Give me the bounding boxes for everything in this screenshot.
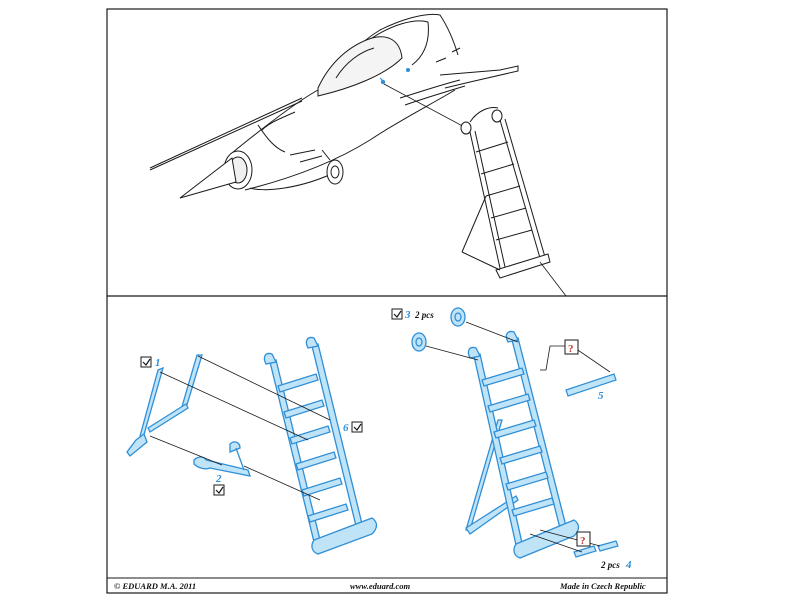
bottom-left-assembly-lines bbox=[149, 355, 331, 501]
label-part-4: 2 pcs 4 bbox=[600, 559, 632, 571]
part-4-strips bbox=[573, 540, 619, 558]
part-3-wheels bbox=[411, 307, 466, 352]
part-6-number: 6 bbox=[343, 422, 349, 434]
checkbox-part-3 bbox=[391, 308, 403, 320]
part-1-rear-strut bbox=[126, 354, 203, 457]
checkbox-part-1 bbox=[140, 356, 152, 368]
part-1-number: 1 bbox=[155, 357, 161, 369]
unknown-part-5-marker: ? bbox=[564, 339, 579, 355]
question-mark-upper: ? bbox=[568, 343, 574, 355]
label-part-6: 6 bbox=[343, 421, 363, 434]
part-5-strip bbox=[565, 373, 617, 397]
question-mark-lower: ? bbox=[580, 535, 586, 547]
aircraft-nose-drawing bbox=[149, 13, 519, 199]
ladder-on-aircraft-drawing bbox=[460, 107, 551, 279]
footer-website: www.eduard.com bbox=[350, 581, 411, 591]
part-4-quantity: 2 pcs bbox=[600, 560, 620, 570]
checkbox-part-6 bbox=[351, 421, 363, 433]
part-2-number: 2 bbox=[215, 473, 222, 485]
top-ladder-leader-line bbox=[539, 261, 567, 297]
part-2-brace bbox=[193, 441, 251, 477]
label-part-2: 2 bbox=[213, 473, 225, 496]
part-3-number: 3 bbox=[404, 309, 411, 321]
label-part-1: 1 bbox=[140, 356, 161, 369]
part-5-number: 5 bbox=[598, 390, 604, 402]
assembled-ladder bbox=[465, 330, 580, 559]
label-part-3: 3 2 pcs bbox=[391, 308, 434, 321]
top-assembly-guide-line bbox=[383, 83, 471, 131]
part-4-number: 4 bbox=[625, 559, 632, 571]
sheet-frame bbox=[106, 8, 668, 594]
part-3-quantity: 2 pcs bbox=[414, 310, 434, 320]
footer-copyright: © EDUARD M.A. 2011 bbox=[114, 581, 196, 591]
part-6-ladder bbox=[263, 336, 378, 555]
checkbox-part-2 bbox=[213, 484, 225, 496]
footer-origin: Made in Czech Republic bbox=[559, 581, 646, 591]
unknown-part-4-marker: ? bbox=[576, 531, 591, 547]
